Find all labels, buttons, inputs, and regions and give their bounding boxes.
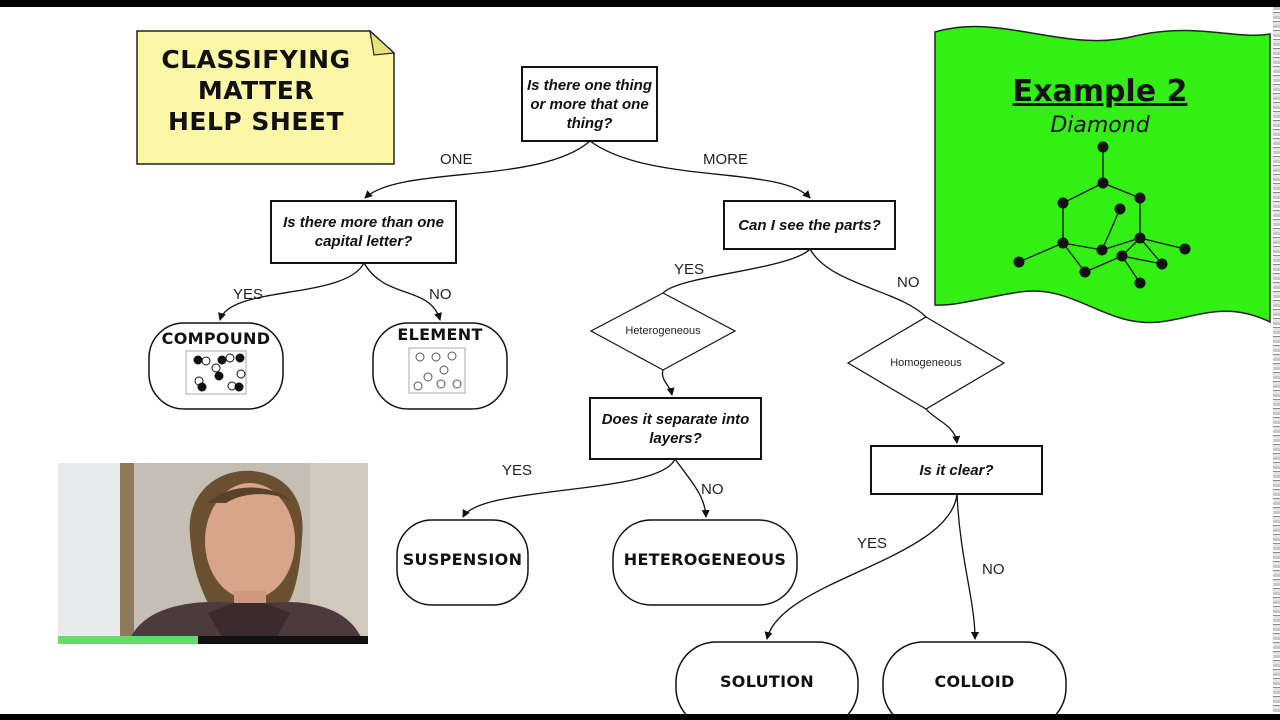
label-parts-no: NO xyxy=(897,274,920,291)
compound-particles-icon xyxy=(185,350,247,395)
question-one-or-more: Is there one thing or more that one thin… xyxy=(526,76,652,132)
solution-label: SOLUTION xyxy=(719,671,814,691)
question-box-see-parts xyxy=(723,200,896,250)
question-capital-letter: Is there more than one capital letter? xyxy=(283,214,444,250)
question-separate-layers: Does it separate into layers? xyxy=(601,410,750,447)
question-box-is-clear xyxy=(870,445,1043,495)
suspension-label: SUSPENSION xyxy=(402,549,523,569)
heterogeneous-label: HETEROGENEOUS xyxy=(623,549,787,569)
help-sheet-title: CLASSIFYING MATTER HELP SHEET xyxy=(161,45,351,136)
colloid-oval xyxy=(882,641,1067,720)
label-one: ONE xyxy=(440,151,473,168)
video-progress-track[interactable] xyxy=(58,636,368,644)
question-see-parts: Can I see the parts? xyxy=(738,216,881,234)
diamond-atoms xyxy=(1013,141,1191,289)
label-layers-no: NO xyxy=(701,481,724,498)
label-layers-yes: YES xyxy=(502,462,532,479)
video-progress-fill xyxy=(58,636,198,644)
colloid-label: COLLOID xyxy=(934,671,1015,691)
diamond-molecule-diagram xyxy=(1018,147,1186,284)
label-clear-yes: YES xyxy=(857,535,887,552)
bottom-letterbox xyxy=(0,714,1280,720)
label-clear-no: NO xyxy=(982,561,1005,578)
suspension-oval xyxy=(396,519,529,606)
label-capital-yes: YES xyxy=(233,286,263,303)
homogeneous-diamond-label: Homogeneous xyxy=(890,357,962,369)
right-edge-artifact xyxy=(1273,7,1280,714)
example-title: Example 2 xyxy=(1012,74,1188,109)
label-parts-yes: YES xyxy=(674,261,704,278)
flow-arrows xyxy=(218,140,979,640)
help-sheet-note xyxy=(136,29,396,165)
question-box-one-or-more xyxy=(521,66,658,142)
solution-oval xyxy=(675,641,859,720)
label-more: MORE xyxy=(703,151,748,168)
webcam-video-overlay xyxy=(58,463,368,644)
example-subtitle: Diamond xyxy=(1050,113,1150,138)
heterogeneous-oval xyxy=(612,519,798,606)
element-label: ELEMENT xyxy=(397,324,483,344)
label-capital-no: NO xyxy=(429,286,452,303)
question-is-clear: Is it clear? xyxy=(919,461,994,479)
presenter-video-frame xyxy=(58,463,368,644)
heterogeneous-diamond-label: Heterogeneous xyxy=(625,325,701,337)
compound-label: COMPOUND xyxy=(161,328,271,348)
top-letterbox xyxy=(0,0,1280,7)
element-particles-icon xyxy=(408,347,466,394)
